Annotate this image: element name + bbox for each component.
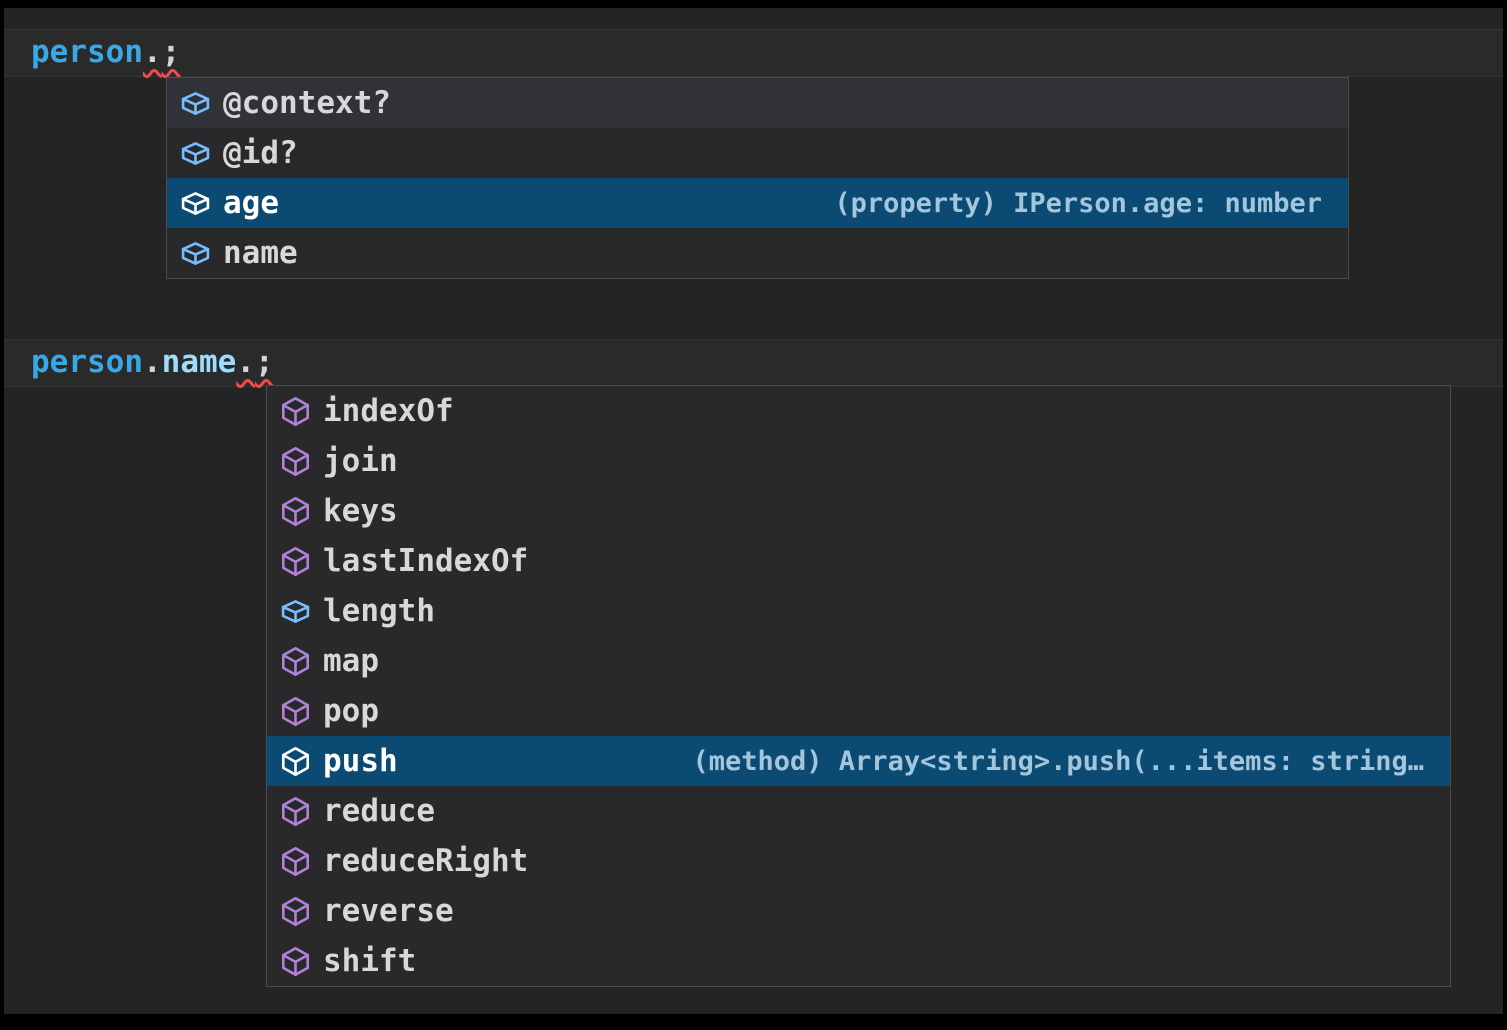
suggestion-item[interactable]: shift — [267, 936, 1450, 986]
suggestion-detail: (method) Array<string>.push(...items: st… — [692, 745, 1425, 777]
suggestion-item[interactable]: lastIndexOf — [267, 536, 1450, 586]
suggestion-label: name — [223, 235, 298, 271]
code-token: . — [142, 34, 162, 70]
suggestion-item[interactable]: age (property) IPerson.age: number — [167, 178, 1348, 228]
symbol-field-icon — [180, 88, 211, 119]
symbol-method-icon — [280, 796, 311, 827]
suggest-widget-person-name: indexOf join keys lastIndexOf length map… — [266, 385, 1451, 987]
symbol-method-icon — [280, 946, 311, 977]
symbol-field-icon — [180, 188, 211, 219]
suggestion-label: age — [223, 185, 279, 221]
suggestion-label: shift — [323, 943, 417, 979]
suggestion-item[interactable]: reduce — [267, 786, 1450, 836]
symbol-method-icon — [280, 746, 311, 777]
symbol-method-icon — [280, 396, 311, 427]
suggestion-item[interactable]: join — [267, 436, 1450, 486]
current-line-highlight — [4, 29, 1503, 77]
suggestion-item[interactable]: indexOf — [267, 386, 1450, 436]
suggestion-item[interactable]: keys — [267, 486, 1450, 536]
code-token: ; — [161, 34, 181, 70]
suggestion-label: push — [323, 743, 398, 779]
suggestion-item[interactable]: @context? — [167, 78, 1348, 128]
suggestion-label: keys — [323, 493, 398, 529]
suggestion-label: lastIndexOf — [323, 543, 529, 579]
suggestion-item[interactable]: map — [267, 636, 1450, 686]
symbol-field-icon — [180, 138, 211, 169]
symbol-method-icon — [280, 896, 311, 927]
symbol-method-icon — [280, 446, 311, 477]
suggestion-detail: (property) IPerson.age: number — [834, 187, 1322, 219]
suggestion-label: @context? — [223, 85, 391, 121]
suggestion-label: pop — [323, 693, 379, 729]
suggestion-item[interactable]: reduceRight — [267, 836, 1450, 886]
code-token: name — [161, 344, 237, 380]
code-editor[interactable]: person.; @context? @id? age (property) I… — [4, 8, 1503, 1014]
symbol-method-icon — [280, 846, 311, 877]
suggestion-item[interactable]: length — [267, 586, 1450, 636]
suggestion-item[interactable]: reverse — [267, 886, 1450, 936]
symbol-field-icon — [280, 596, 311, 627]
symbol-method-icon — [280, 646, 311, 677]
code-token: person — [31, 34, 143, 70]
suggestion-label: join — [323, 443, 398, 479]
suggestion-label: map — [323, 643, 379, 679]
symbol-method-icon — [280, 546, 311, 577]
suggestion-item[interactable]: @id? — [167, 128, 1348, 178]
suggestion-item[interactable]: push (method) Array<string>.push(...item… — [267, 736, 1450, 786]
code-token: ; — [254, 344, 274, 380]
suggestion-label: @id? — [223, 135, 298, 171]
suggestion-item[interactable]: name — [167, 228, 1348, 278]
suggestion-item[interactable]: pop — [267, 686, 1450, 736]
symbol-field-icon — [180, 238, 211, 269]
symbol-method-icon — [280, 696, 311, 727]
suggestion-label: indexOf — [323, 393, 454, 429]
code-line-person-name[interactable]: person.name.; — [31, 339, 274, 385]
suggest-widget-person: @context? @id? age (property) IPerson.ag… — [166, 77, 1349, 279]
suggestion-label: reduce — [323, 793, 435, 829]
code-line-person[interactable]: person.; — [31, 29, 180, 75]
suggestion-label: reverse — [323, 893, 454, 929]
code-token: . — [142, 344, 162, 380]
suggestion-label: reduceRight — [323, 843, 529, 879]
code-token: . — [236, 344, 255, 380]
line-highlight — [4, 339, 1503, 387]
code-token: person — [31, 344, 143, 380]
suggestion-label: length — [323, 593, 435, 629]
symbol-method-icon — [280, 496, 311, 527]
